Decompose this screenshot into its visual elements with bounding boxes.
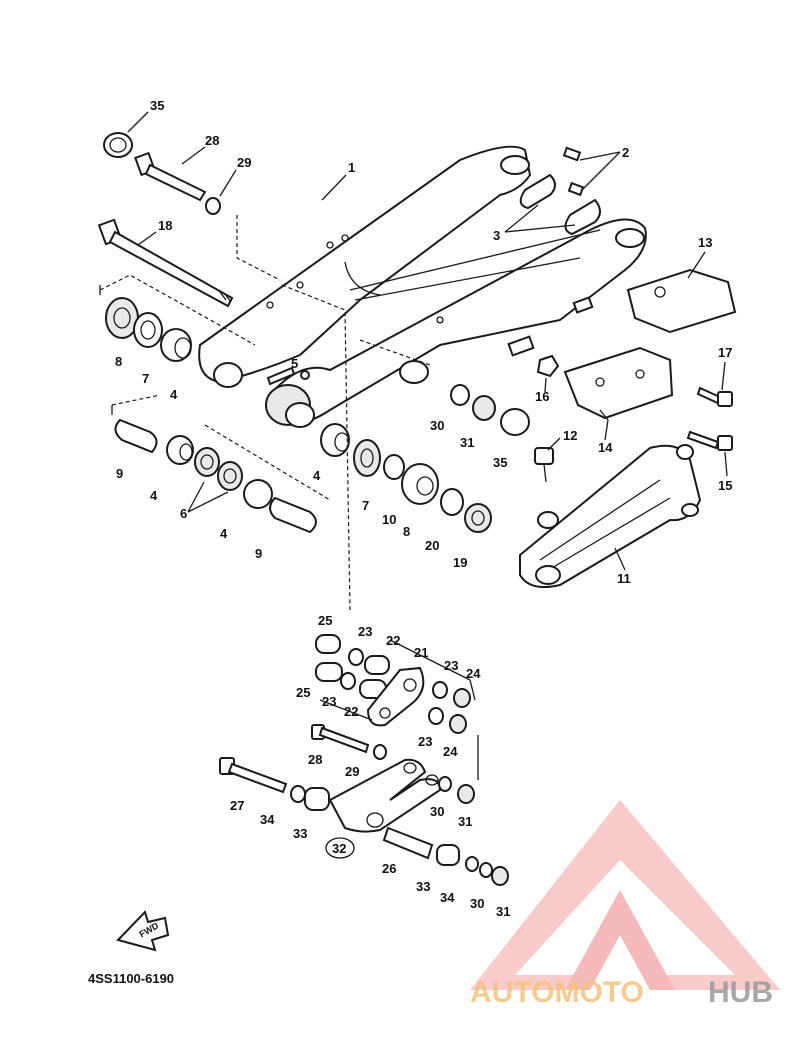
callout-26: 26 [382,861,396,876]
callout-20: 20 [425,538,439,553]
pivot-kit-left [105,297,192,362]
callout-25b: 25 [296,685,310,700]
callout-22: 22 [386,633,400,648]
callout-10: 10 [382,512,396,527]
callout-3: 3 [493,228,500,243]
callout-29b: 29 [345,764,359,779]
callout-16: 16 [535,389,549,404]
watermark-logo [470,800,780,990]
callout-14: 14 [598,440,613,455]
callout-32-circle: 32 [325,837,355,859]
callout-17: 17 [718,345,732,360]
callout-30: 30 [430,418,444,433]
bolt-28 [134,151,207,202]
callout-19: 19 [453,555,467,570]
callout-28b: 28 [308,752,322,767]
callout-31b: 31 [458,814,472,829]
callout-32: 32 [332,841,346,856]
callout-30c: 30 [470,896,484,911]
callout-4: 4 [170,387,178,402]
callout-7b: 7 [362,498,369,513]
callout-28: 28 [205,133,219,148]
part-code: 4SS1100-6190 [88,971,174,986]
watermark-brand: AUTOMOTO [470,976,644,1009]
callout-8b: 8 [403,524,410,539]
pivot-shaft-18 [97,218,234,308]
callout-7: 7 [142,371,149,386]
cap-35 [103,132,133,158]
callout-12: 12 [563,428,577,443]
pivot-kit-lower-right [320,423,492,533]
callout-23b: 23 [322,694,336,709]
callout-5: 5 [291,356,298,371]
callout-33b: 33 [416,879,430,894]
watermark-brand-hub: HUB [708,976,773,1009]
callout-9: 9 [116,466,123,481]
linkage-group [219,634,509,886]
callout-8: 8 [115,354,122,369]
hardware-mid [399,360,530,436]
callout-23: 23 [358,624,372,639]
callout-31c: 31 [496,904,510,919]
callout-labels: 35 28 29 18 1 2 3 13 17 8 7 4 5 16 14 30… [115,98,732,919]
watermark-text: AUTOMOTO HUB [470,976,773,1009]
callout-11: 11 [617,571,631,586]
callout-4b: 4 [150,488,158,503]
bracket-13 [626,268,737,334]
callout-21: 21 [414,645,428,660]
relay-arm-11 [519,444,702,588]
callout-24b: 24 [443,744,458,759]
swingarm [198,145,647,428]
callout-23d: 23 [418,734,432,749]
fwd-arrow-icon: FWD [116,910,170,952]
callout-27: 27 [230,798,244,813]
callout-4c: 4 [220,526,228,541]
callout-4d: 4 [313,468,321,483]
callout-18: 18 [158,218,172,233]
plate-14 [563,346,674,420]
callout-2: 2 [622,145,629,160]
callout-35: 35 [150,98,164,113]
callout-13: 13 [698,235,712,250]
callout-23c: 23 [444,658,458,673]
callout-22b: 22 [344,704,358,719]
washer-29 [205,197,221,215]
callout-6: 6 [180,506,187,521]
callout-25: 25 [318,613,332,628]
callout-24: 24 [466,666,481,681]
callout-9b: 9 [255,546,262,561]
callout-leaders [127,111,728,571]
callout-35b: 35 [493,455,507,470]
bolts-17-15 [686,386,733,451]
callout-1: 1 [348,160,355,175]
callout-15: 15 [718,478,732,493]
hardware-right [534,354,560,483]
pivot-kit-lower-left [114,418,317,534]
bolt-5 [266,366,310,386]
callout-31: 31 [460,435,474,450]
callout-33: 33 [293,826,307,841]
callout-29: 29 [237,155,251,170]
chain-adjusters [519,146,601,236]
callout-30b: 30 [430,804,444,819]
callout-34b: 34 [440,890,455,905]
leader-lines [99,215,431,611]
callout-34: 34 [260,812,275,827]
